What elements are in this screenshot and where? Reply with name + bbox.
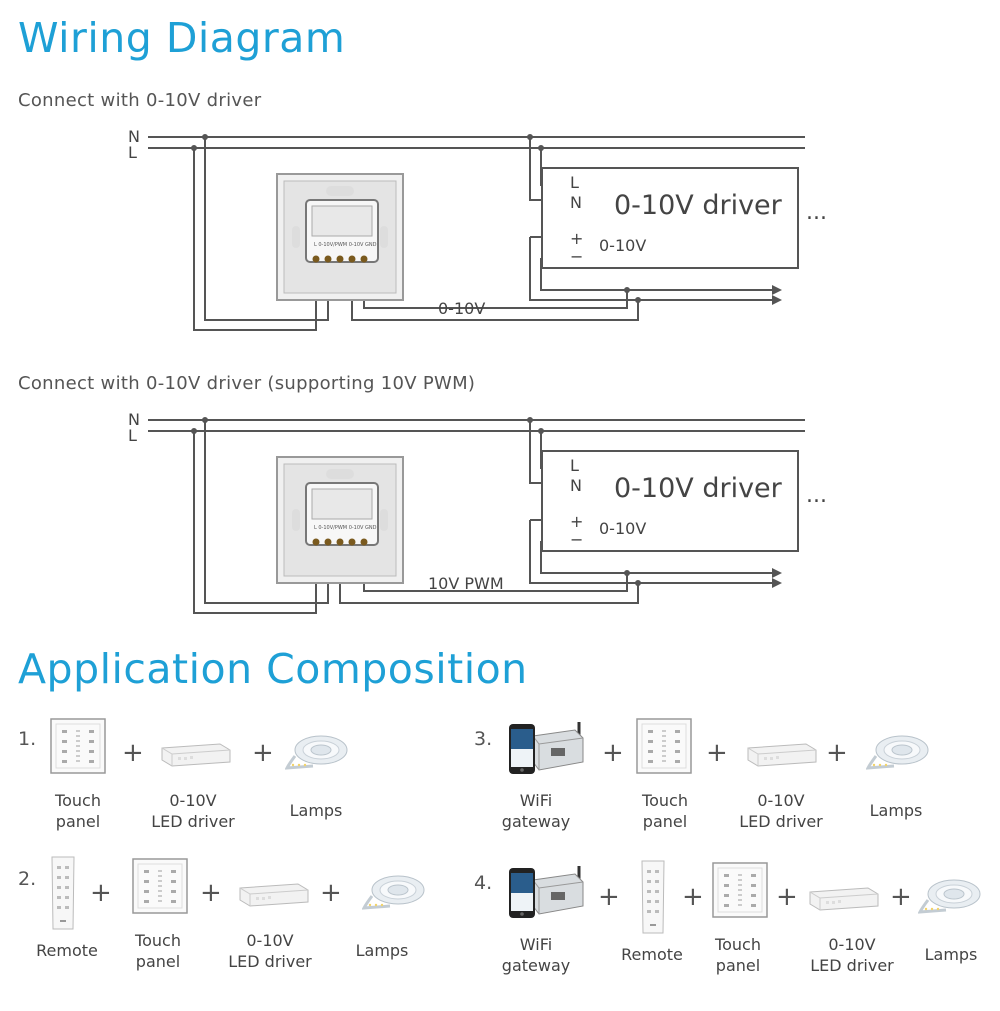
plus-sign: +	[200, 878, 222, 908]
composition-number-1: 1.	[18, 728, 37, 750]
plus-sign: +	[890, 882, 912, 912]
driver-plus-label-2: +	[570, 512, 583, 531]
composition-item-label: Lamps	[869, 801, 923, 820]
led-driver-icon	[236, 880, 310, 914]
composition-number-4: 4.	[474, 872, 493, 894]
touch-panel-icon	[132, 858, 188, 918]
led-driver-icon	[806, 884, 880, 918]
composition-item-label: 0-10V LED driver	[228, 931, 312, 971]
composition-item-label: Lamps	[289, 801, 343, 820]
lamps-icon	[917, 874, 984, 922]
composition-item-label: 0-10V LED driver	[810, 935, 894, 975]
application-composition-title: Application Composition	[18, 645, 528, 693]
plus-sign: +	[122, 738, 144, 768]
composition-item-label: Touch panel	[642, 791, 688, 831]
mains-l-label-1: L	[128, 143, 137, 162]
plus-sign: +	[598, 882, 620, 912]
wiring-diagram-2: L 0-10V/PWM 0-10V GND N L L N 0-10V driv…	[128, 410, 827, 614]
mains-n-label-2: N	[128, 410, 140, 429]
remote-icon	[48, 854, 78, 936]
touch-panel-icon	[50, 718, 106, 778]
composition-item-label: 0-10V LED driver	[739, 791, 823, 831]
lamps-icon	[284, 730, 351, 778]
driver-minus-label-1: −	[570, 247, 583, 266]
driver-plus-label-1: +	[570, 229, 583, 248]
plus-sign: +	[776, 882, 798, 912]
lamps-icon	[361, 870, 428, 918]
driver-n-label-1: N	[570, 193, 582, 212]
plus-sign: +	[682, 882, 704, 912]
plus-sign: +	[90, 878, 112, 908]
wiring-diagram-title: Wiring Diagram	[18, 14, 346, 62]
diagram-2-subtitle: Connect with 0-10V driver (supporting 10…	[18, 373, 476, 394]
touch-panel-image-2	[276, 456, 404, 584]
signal-wire-label-1: 0-10V	[438, 299, 485, 318]
composition-item-label: Remote	[36, 941, 98, 960]
composition-item-label: Lamps	[355, 941, 409, 960]
composition-item-label: WiFi gateway	[501, 935, 571, 975]
touch-panel-icon	[636, 718, 692, 778]
driver-title-1: 0-10V driver	[614, 190, 783, 221]
lamps-icon	[865, 730, 932, 778]
diagram-1-subtitle: Connect with 0-10V driver	[18, 90, 262, 111]
driver-title-2: 0-10V driver	[614, 473, 783, 504]
driver-ellipsis-1: ...	[806, 200, 827, 225]
composition-item-label: Remote	[621, 945, 683, 964]
driver-l-label-2: L	[570, 456, 579, 475]
plus-sign: +	[826, 738, 848, 768]
signal-wire-label-2: 10V PWM	[428, 574, 504, 593]
mains-l-label-2: L	[128, 426, 137, 445]
driver-ellipsis-2: ...	[806, 483, 827, 508]
driver-minus-label-2: −	[570, 530, 583, 549]
plus-sign: +	[706, 738, 728, 768]
wifi-gateway-icon	[505, 718, 587, 784]
plus-sign: +	[320, 878, 342, 908]
panel-terminal-label-1: L 0-10V/PWM 0-10V GND	[314, 242, 377, 248]
driver-signal-label-1: 0-10V	[599, 236, 646, 255]
touch-panel-icon	[712, 862, 768, 922]
composition-item-label: Lamps	[924, 945, 978, 964]
driver-n-label-2: N	[570, 476, 582, 495]
plus-sign: +	[252, 738, 274, 768]
led-driver-icon	[744, 740, 818, 774]
composition-number-3: 3.	[474, 728, 493, 750]
led-driver-icon	[158, 740, 232, 774]
composition-number-2: 2.	[18, 868, 37, 890]
remote-icon	[638, 858, 668, 940]
mains-n-label-1: N	[128, 127, 140, 146]
plus-sign: +	[602, 738, 624, 768]
wifi-gateway-icon	[505, 862, 587, 928]
driver-l-label-1: L	[570, 173, 579, 192]
driver-signal-label-2: 0-10V	[599, 519, 646, 538]
touch-panel-image-1	[276, 173, 404, 301]
composition-item-label: Touch panel	[135, 931, 181, 971]
panel-terminal-label-2: L 0-10V/PWM 0-10V GND	[314, 525, 377, 531]
composition-item-label: Touch panel	[55, 791, 101, 831]
composition-item-label: 0-10V LED driver	[151, 791, 235, 831]
wiring-diagram-1: L 0-10V/PWM 0-10V GND N L L N 0-10V driv…	[128, 127, 827, 331]
composition-item-label: WiFi gateway	[501, 791, 571, 831]
composition-item-label: Touch panel	[715, 935, 761, 975]
